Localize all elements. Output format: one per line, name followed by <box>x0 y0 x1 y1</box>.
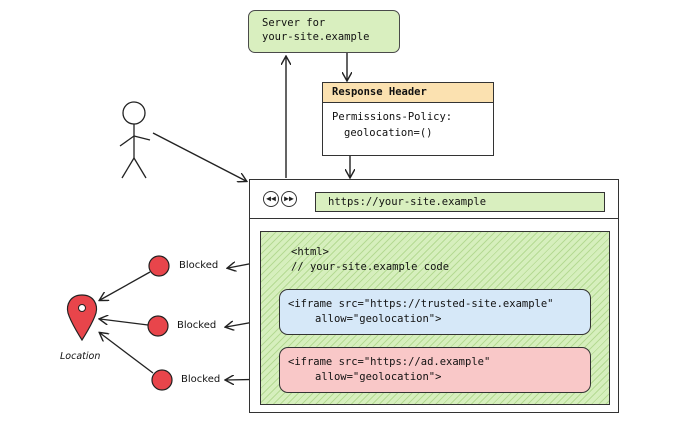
iframe-trusted-site: <iframe src="https://trusted-site.exampl… <box>279 289 591 335</box>
blocked-label-page: Blocked <box>179 260 219 271</box>
fast-forward-icon[interactable]: ▶▶ <box>281 191 297 207</box>
iframe-trusted-line1: <iframe src="https://trusted-site.exampl… <box>288 298 554 310</box>
blocked-dot-1 <box>148 255 170 277</box>
page-code: <html> // your-site.example code <box>291 245 449 275</box>
dot3-to-location-arrow <box>100 333 154 374</box>
server-label-line1: Server for <box>262 17 326 29</box>
iframe-ad: <iframe src="https://ad.example" allow="… <box>279 347 591 393</box>
user-to-browser-arrow <box>152 132 246 181</box>
server-label-line2: your-site.example <box>262 31 370 43</box>
server-box: Server for your-site.example <box>248 10 400 53</box>
user-figure-icon <box>119 101 151 179</box>
iframe-trusted-line2: allow="geolocation"> <box>315 313 442 325</box>
page-content: <html> // your-site.example code <iframe… <box>260 231 610 405</box>
rewind-icon[interactable]: ◀◀ <box>263 191 279 207</box>
dot1-to-location-arrow <box>100 271 151 300</box>
blocked-label-ad: Blocked <box>181 374 221 385</box>
blocked-dot-3 <box>151 369 173 391</box>
browser-window: ◀◀ ▶▶ https://your-site.example <html> /… <box>249 179 619 413</box>
response-header-box: Response Header Permissions-Policy: geol… <box>322 82 494 156</box>
address-bar[interactable]: https://your-site.example <box>315 192 605 212</box>
location-label: Location <box>60 351 101 362</box>
iframe-ad-line1: <iframe src="https://ad.example" <box>288 356 491 368</box>
page-code-line2: // your-site.example code <box>291 261 450 273</box>
browser-toolbar: ◀◀ ▶▶ https://your-site.example <box>250 180 618 219</box>
page-code-line1: <html> <box>291 246 329 258</box>
blocked-dot-2 <box>147 315 169 337</box>
location-pin-icon <box>66 294 98 342</box>
response-header-body: Permissions-Policy: geolocation=() <box>323 103 493 141</box>
header-policy-value: geolocation=() <box>344 127 433 139</box>
header-policy-name: Permissions-Policy: <box>332 111 453 123</box>
response-header-title: Response Header <box>323 83 493 103</box>
dot2-to-location-arrow <box>100 319 149 326</box>
iframe-ad-line2: allow="geolocation"> <box>315 371 442 383</box>
blocked-label-trusted: Blocked <box>177 320 217 331</box>
